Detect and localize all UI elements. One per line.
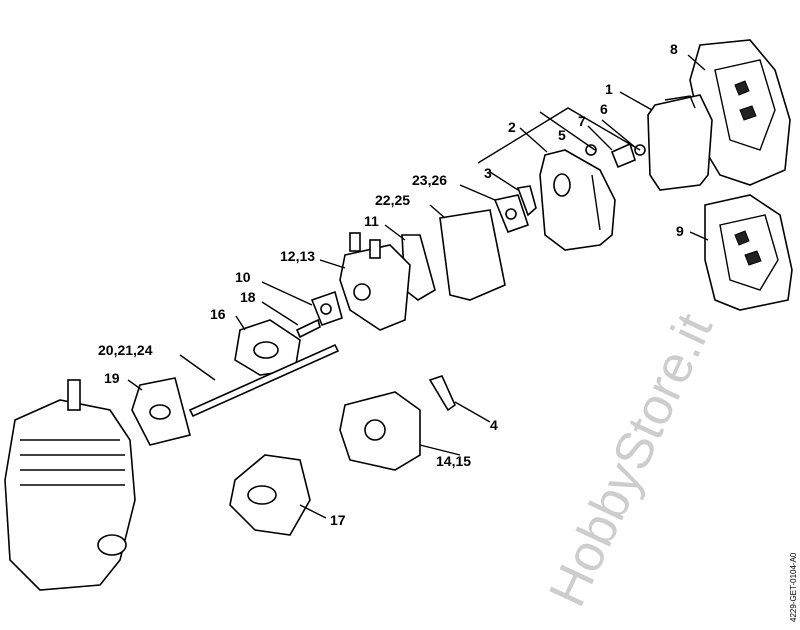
watermark: HobbyStore.it (538, 305, 724, 616)
callout-2: 2 (508, 119, 516, 135)
leader-lines (127, 54, 709, 519)
callout-5: 5 (558, 127, 566, 143)
part-bolt-18 (295, 318, 321, 339)
part-gasket-19 (131, 377, 191, 446)
part-cover-9 (704, 194, 793, 311)
drawing-code: 4229-GET-0104-A0 (789, 552, 798, 622)
part-nut-5 (585, 144, 597, 156)
part-lever-4 (428, 375, 456, 412)
callout-10: 10 (235, 269, 251, 285)
part-gasket-10 (310, 290, 343, 327)
callout-11: 11 (364, 213, 379, 229)
callout-9: 9 (676, 223, 684, 239)
part-flange-17 (229, 454, 311, 536)
part-bolt-20-21-24 (188, 343, 340, 418)
callout-7: 7 (578, 113, 586, 129)
part-gasket-23-26 (493, 194, 530, 234)
part-cover-8 (689, 39, 791, 186)
callout-17: 17 (330, 512, 346, 528)
part-bracket-3 (516, 185, 537, 217)
part-carburetor-14-15 (339, 391, 421, 471)
callout-1: 1 (605, 81, 613, 97)
callout-6: 6 (600, 101, 608, 117)
callout-16: 16 (210, 306, 226, 322)
part-engine (4, 379, 136, 591)
callout-19: 19 (104, 370, 120, 386)
callout-20-21-24: 20,21,24 (98, 342, 153, 358)
callout-22-25: 22,25 (375, 192, 410, 208)
callout-12-13: 12,13 (280, 248, 315, 264)
part-clip-7 (610, 142, 636, 169)
callout-18: 18 (240, 289, 256, 305)
callout-3: 3 (484, 165, 492, 181)
callout-4: 4 (490, 417, 498, 433)
part-housing-2 (539, 149, 616, 251)
part-carburetor-12-13 (339, 232, 411, 331)
callout-14-15: 14,15 (436, 453, 471, 469)
part-filter-1 (647, 94, 713, 191)
callout-8: 8 (670, 41, 678, 57)
part-plate-22-25 (439, 209, 506, 301)
callout-23-26: 23,26 (412, 172, 447, 188)
